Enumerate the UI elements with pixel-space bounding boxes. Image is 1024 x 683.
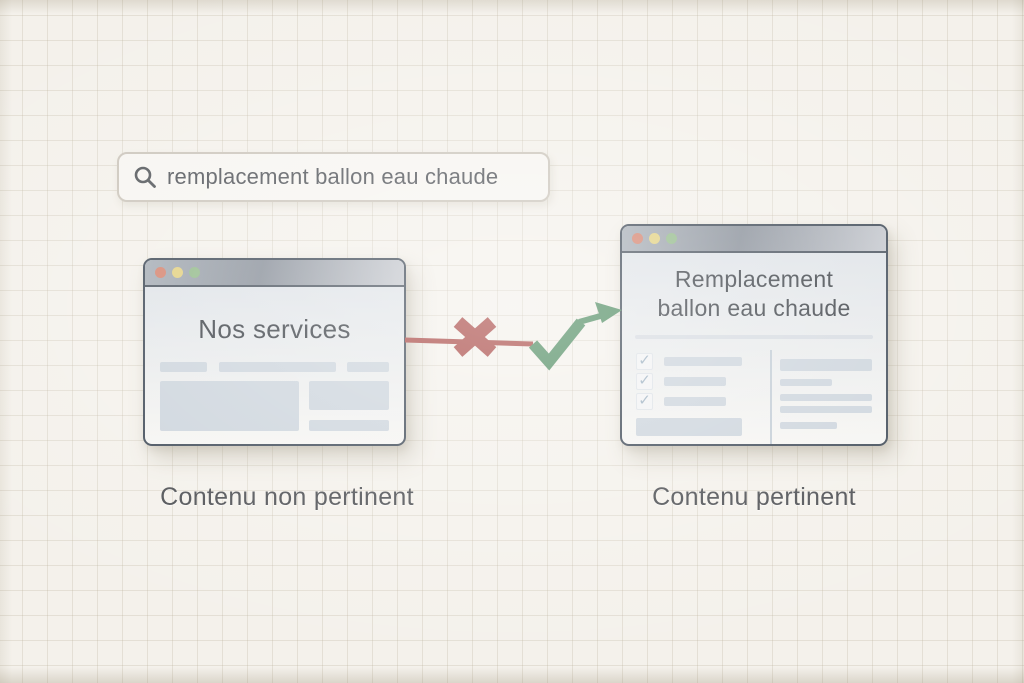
traffic-light-yellow-icon — [172, 267, 183, 278]
traffic-light-red-icon — [155, 267, 166, 278]
placeholder-text-bar — [664, 377, 726, 386]
placeholder-text-bar — [780, 394, 872, 401]
placeholder-nav-item — [160, 362, 207, 372]
check-icon: ✓ — [636, 353, 653, 370]
placeholder-footer-block — [636, 418, 742, 436]
placeholder-text-bar — [780, 422, 837, 429]
placeholder-text-bar — [780, 379, 832, 386]
placeholder-text-bar — [664, 357, 742, 366]
search-icon[interactable] — [133, 165, 157, 189]
placeholder-text-bar — [664, 397, 726, 406]
traffic-light-red-icon — [632, 233, 643, 244]
checklist-column: ✓ ✓ ✓ — [636, 348, 764, 444]
check-icon: ✓ — [636, 373, 653, 390]
check-icon: ✓ — [636, 393, 653, 410]
left-window-caption: Contenu non pertinent — [160, 483, 414, 511]
text-column — [780, 348, 872, 444]
left-browser-window: Nos services — [143, 258, 406, 446]
placeholder-content-row — [160, 381, 389, 431]
checklist-item: ✓ — [636, 353, 764, 370]
left-window-title: Nos services — [198, 314, 351, 344]
checklist-item: ✓ — [636, 393, 764, 410]
check-arrow-icon — [528, 302, 622, 371]
right-browser-window: Remplacement ballon eau chaude ✓ ✓ ✓ — [620, 224, 888, 446]
right-window-title-line1: Remplacement — [674, 266, 834, 292]
right-window-title: Remplacement ballon eau chaude — [622, 265, 886, 323]
traffic-light-green-icon — [666, 233, 677, 244]
placeholder-nav-item — [347, 362, 389, 372]
x-icon — [453, 317, 497, 357]
placeholder-hero-block — [160, 381, 299, 431]
right-window-caption: Contenu pertinent — [652, 483, 856, 511]
placeholder-side-block — [309, 381, 389, 410]
column-divider — [770, 350, 772, 444]
placeholder-text-bar — [780, 359, 872, 371]
right-window-title-line2: ballon eau chaude — [657, 295, 851, 321]
traffic-light-green-icon — [189, 267, 200, 278]
right-window-titlebar — [622, 226, 886, 253]
left-window-titlebar — [145, 260, 404, 287]
relevance-connector — [404, 302, 622, 371]
search-input[interactable]: remplacement ballon eau chaude — [117, 152, 550, 202]
placeholder-divider-bar — [635, 335, 873, 339]
traffic-light-yellow-icon — [649, 233, 660, 244]
search-query-text: remplacement ballon eau chaude — [167, 164, 499, 189]
placeholder-nav-row — [160, 362, 389, 372]
placeholder-side-bar — [309, 420, 389, 431]
placeholder-nav-item — [218, 362, 336, 372]
checklist-item: ✓ — [636, 373, 764, 390]
placeholder-text-bar — [780, 406, 872, 413]
